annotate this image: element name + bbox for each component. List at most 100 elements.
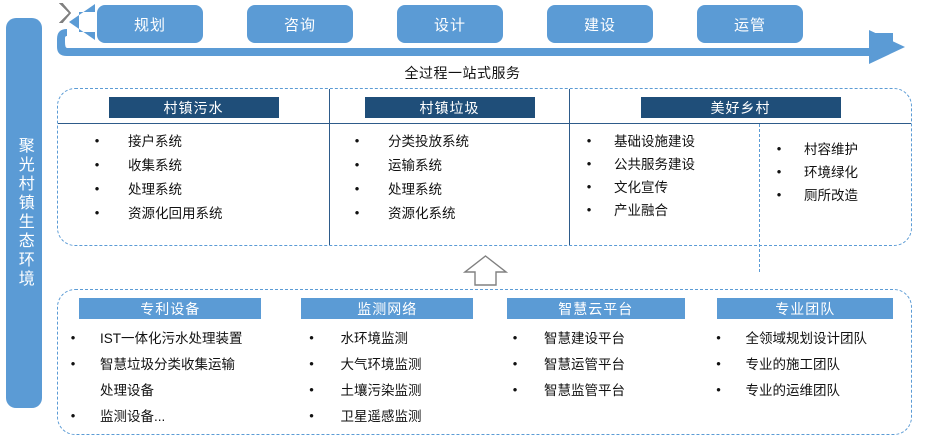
list-item: •智慧运管平台: [510, 357, 700, 373]
bullet-icon: •: [70, 330, 76, 345]
list-item-label: 产业融合: [614, 203, 668, 219]
list-item: •全领域规划设计团队: [714, 330, 912, 346]
bullet-icon: •: [94, 205, 100, 221]
services-column-village: 美好乡村 •基础设施建设 •公共服务建设 •文化宣传 •产业融合 •村容维护: [570, 89, 911, 272]
list-item: •卫星遥感监测: [306, 409, 492, 425]
process-step-1-label: 咨询: [283, 16, 316, 34]
list-item: • 专业的施工团队: [714, 356, 912, 373]
list-item: •接户系统: [92, 133, 329, 149]
list-item-label: 文化宣传: [614, 180, 668, 196]
capabilities-panel: 专利设备 •IST一体化污水处理装置 •智慧垃圾分类收集运输 •处理设备 •监测…: [57, 289, 912, 435]
bullet-icon: •: [586, 179, 592, 195]
list-item-label: 基础设施建设: [614, 134, 695, 149]
list-item: •厕所改造: [774, 187, 911, 204]
list-item: •资源化系统: [352, 205, 569, 222]
bullet-icon: •: [309, 382, 314, 398]
bullet-icon: •: [716, 356, 721, 372]
services-village-primary: •基础设施建设 •公共服务建设 •文化宣传 •产业融合: [570, 124, 760, 272]
services-village-secondary-list: •村容维护 •环境绿化 •厕所改造: [760, 124, 911, 203]
list-item-label: 专业的施工团队: [745, 357, 841, 373]
list-item: •智慧建设平台: [510, 330, 700, 346]
list-item-label: 土壤污染监测: [340, 383, 422, 399]
list-item-label: 卫星遥感监测: [340, 409, 422, 425]
list-item: • 资源化回用系统: [92, 205, 329, 222]
list-item: • 环境绿化: [774, 164, 911, 181]
process-step-2-label: 设计: [433, 16, 466, 34]
list-item: •监测设备...: [68, 409, 282, 425]
capabilities-equipment-list: •IST一体化污水处理装置 • 智慧垃圾分类收集运输 •处理设备 •监测设备...: [58, 319, 282, 424]
list-item: •处理系统: [352, 182, 569, 198]
list-item-label: 村容维护: [804, 142, 858, 157]
services-village-secondary: •村容维护 •环境绿化 •厕所改造: [760, 124, 911, 272]
list-item: • 智慧监管平台: [510, 382, 700, 399]
capabilities-column-monitoring-title: 监测网络: [301, 298, 474, 319]
process-step-3[interactable]: 建设: [547, 5, 653, 43]
bullet-icon: •: [776, 164, 782, 180]
process-step-4-label: 运管: [733, 16, 766, 34]
bullet-icon: •: [354, 205, 360, 221]
list-item: •专业的运维团队: [714, 383, 912, 399]
side-banner-label: 聚光村镇生态环境: [15, 137, 33, 289]
capabilities-column-cloud: 智慧云平台 •智慧建设平台 •智慧运管平台 • 智慧监管平台: [492, 290, 700, 434]
list-item-label: 智慧运管平台: [543, 357, 625, 373]
divider: [570, 123, 911, 124]
divider: [58, 123, 329, 124]
list-item-label: 环境绿化: [804, 165, 858, 181]
divider: [330, 123, 569, 124]
process-step-4[interactable]: 运管: [697, 5, 803, 43]
list-item: • 土壤污染监测: [306, 382, 492, 399]
capabilities-monitoring-list: •水环境监测 •大气环境监测 •土壤污染监测 •卫星遥感监测: [282, 319, 492, 424]
list-item-label: 收集系统: [128, 158, 182, 174]
list-item: •IST一体化污水处理装置: [68, 330, 282, 346]
chevron-right-icon-3: [59, 3, 697, 43]
capabilities-column-cloud-title: 智慧云平台: [506, 298, 685, 319]
list-item-label: 资源化回用系统: [128, 206, 223, 222]
list-item-label: 处理系统: [388, 182, 442, 198]
capabilities-column-team: 专业团队 •全领域规划设计团队 •专业的施工团队 •专业的运维团队: [700, 290, 912, 434]
process-step-0[interactable]: 规划: [97, 5, 203, 43]
services-wastewater-list: •接户系统 • 收集系统 •处理系统 • 资源化回用系统: [58, 124, 329, 221]
services-column-garbage: 村镇垃圾 •分类投放系统 •运输系统 •处理系统 •资源化系统: [330, 89, 570, 245]
process-step-2[interactable]: 设计: [397, 5, 503, 43]
list-item-label: 水环境监测: [340, 331, 408, 346]
capabilities-column-monitoring: 监测网络 •水环境监测 •大气环境监测 •土壤污染监测 •卫星遥感监测: [282, 290, 492, 434]
bullet-icon: •: [94, 157, 100, 173]
list-item: •处理系统: [92, 181, 329, 198]
services-column-wastewater-title: 村镇污水: [108, 97, 279, 118]
bullet-icon: •: [716, 330, 721, 345]
services-column-village-title: 美好乡村: [640, 97, 841, 118]
process-step-3-label: 建设: [583, 16, 616, 34]
list-item: •水环境监测: [306, 330, 492, 346]
services-village-primary-list: •基础设施建设 •公共服务建设 •文化宣传 •产业融合: [570, 124, 759, 218]
list-item: •分类投放系统: [352, 133, 569, 149]
list-item-label: 公共服务建设: [614, 157, 695, 173]
bullet-icon: •: [512, 382, 518, 398]
list-item: •处理设备: [68, 383, 282, 398]
list-item-label: 专业的运维团队: [745, 383, 841, 399]
bullet-icon: •: [586, 156, 592, 172]
chevron-right-icon-0: [59, 3, 247, 43]
circular-arrow-icon: [57, 4, 905, 64]
list-item: •产业融合: [584, 203, 759, 219]
bullet-icon: •: [94, 133, 100, 148]
up-arrow-icon: [462, 255, 509, 286]
list-item: •村容维护: [774, 141, 911, 157]
bullet-icon: •: [354, 133, 360, 148]
capabilities-column-equipment: 专利设备 •IST一体化污水处理装置 • 智慧垃圾分类收集运输 •处理设备 •监测…: [58, 290, 282, 434]
side-banner: 聚光村镇生态环境: [6, 18, 42, 408]
services-garbage-list: •分类投放系统 •运输系统 •处理系统 •资源化系统: [330, 124, 569, 221]
list-item-label: 监测设备...: [100, 409, 166, 425]
list-item: • 收集系统: [92, 157, 329, 174]
process-step-1[interactable]: 咨询: [247, 5, 353, 43]
bullet-icon: •: [94, 181, 100, 197]
list-item-label: 智慧垃圾分类收集运输: [100, 357, 235, 373]
list-item-label: 运输系统: [388, 158, 442, 174]
bullet-icon: •: [309, 356, 314, 372]
list-item-label: 智慧建设平台: [543, 331, 625, 346]
list-item-label: 智慧监管平台: [543, 383, 625, 399]
capabilities-column-equipment-title: 专利设备: [79, 298, 262, 319]
bullet-icon: •: [776, 187, 782, 203]
list-item: •运输系统: [352, 158, 569, 174]
chevron-right-icon-1: [59, 3, 397, 43]
